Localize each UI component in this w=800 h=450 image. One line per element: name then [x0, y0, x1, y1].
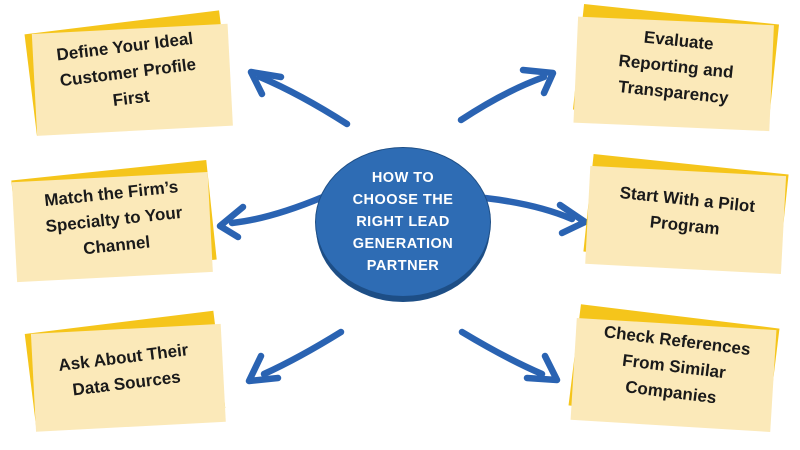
node-label: Evaluate Reporting and Transparency	[617, 27, 735, 108]
center-topic-line: PARTNER	[366, 258, 440, 274]
arrow-to-middle-left	[216, 193, 327, 241]
arrow-shaft	[457, 73, 548, 124]
arrowhead-icon	[247, 68, 285, 98]
node-match-specialty: Match the Firm’s Specialty to Your Chann…	[11, 160, 217, 280]
arrow-to-top-right	[457, 66, 557, 124]
arrowhead-icon	[216, 203, 247, 241]
arrow-to-bottom-left	[245, 328, 345, 385]
arrowhead-icon	[556, 201, 589, 237]
node-label: Start With a Pilot Program	[618, 183, 756, 239]
center-topic-line: RIGHT LEAD	[356, 214, 450, 230]
arrow-shaft	[228, 193, 327, 227]
center-topic-line: HOW TO	[371, 170, 435, 186]
center-topic-line: CHOOSE THE	[352, 192, 454, 208]
node-label: Check References From Similar Companies	[602, 322, 752, 408]
arrow-shaft	[458, 328, 546, 378]
node-pilot-program: Start With a Pilot Program	[583, 154, 789, 272]
node-label: Match the Firm’s Specialty to Your Chann…	[43, 177, 184, 259]
arrow-to-bottom-right	[458, 328, 561, 384]
arrow-to-middle-right	[481, 194, 589, 237]
arrow-shaft	[481, 194, 576, 223]
node-label: Ask About Their Data Sources	[57, 340, 190, 400]
arrowhead-icon	[523, 352, 561, 384]
node-evaluate-reporting: Evaluate Reporting and Transparency	[572, 4, 780, 130]
center-topic-line: GENERATION	[352, 236, 454, 252]
arrowhead-icon	[519, 66, 557, 97]
arrow-shaft	[260, 328, 345, 378]
node-label: Define Your Ideal Customer Profile First	[55, 28, 198, 110]
arrowhead-icon	[245, 352, 282, 385]
center-topic-circle: HOW TO CHOOSE THE RIGHT LEAD GENERATION …	[316, 148, 490, 296]
arrow-shaft	[256, 73, 351, 128]
arrow-to-top-left	[247, 68, 351, 128]
